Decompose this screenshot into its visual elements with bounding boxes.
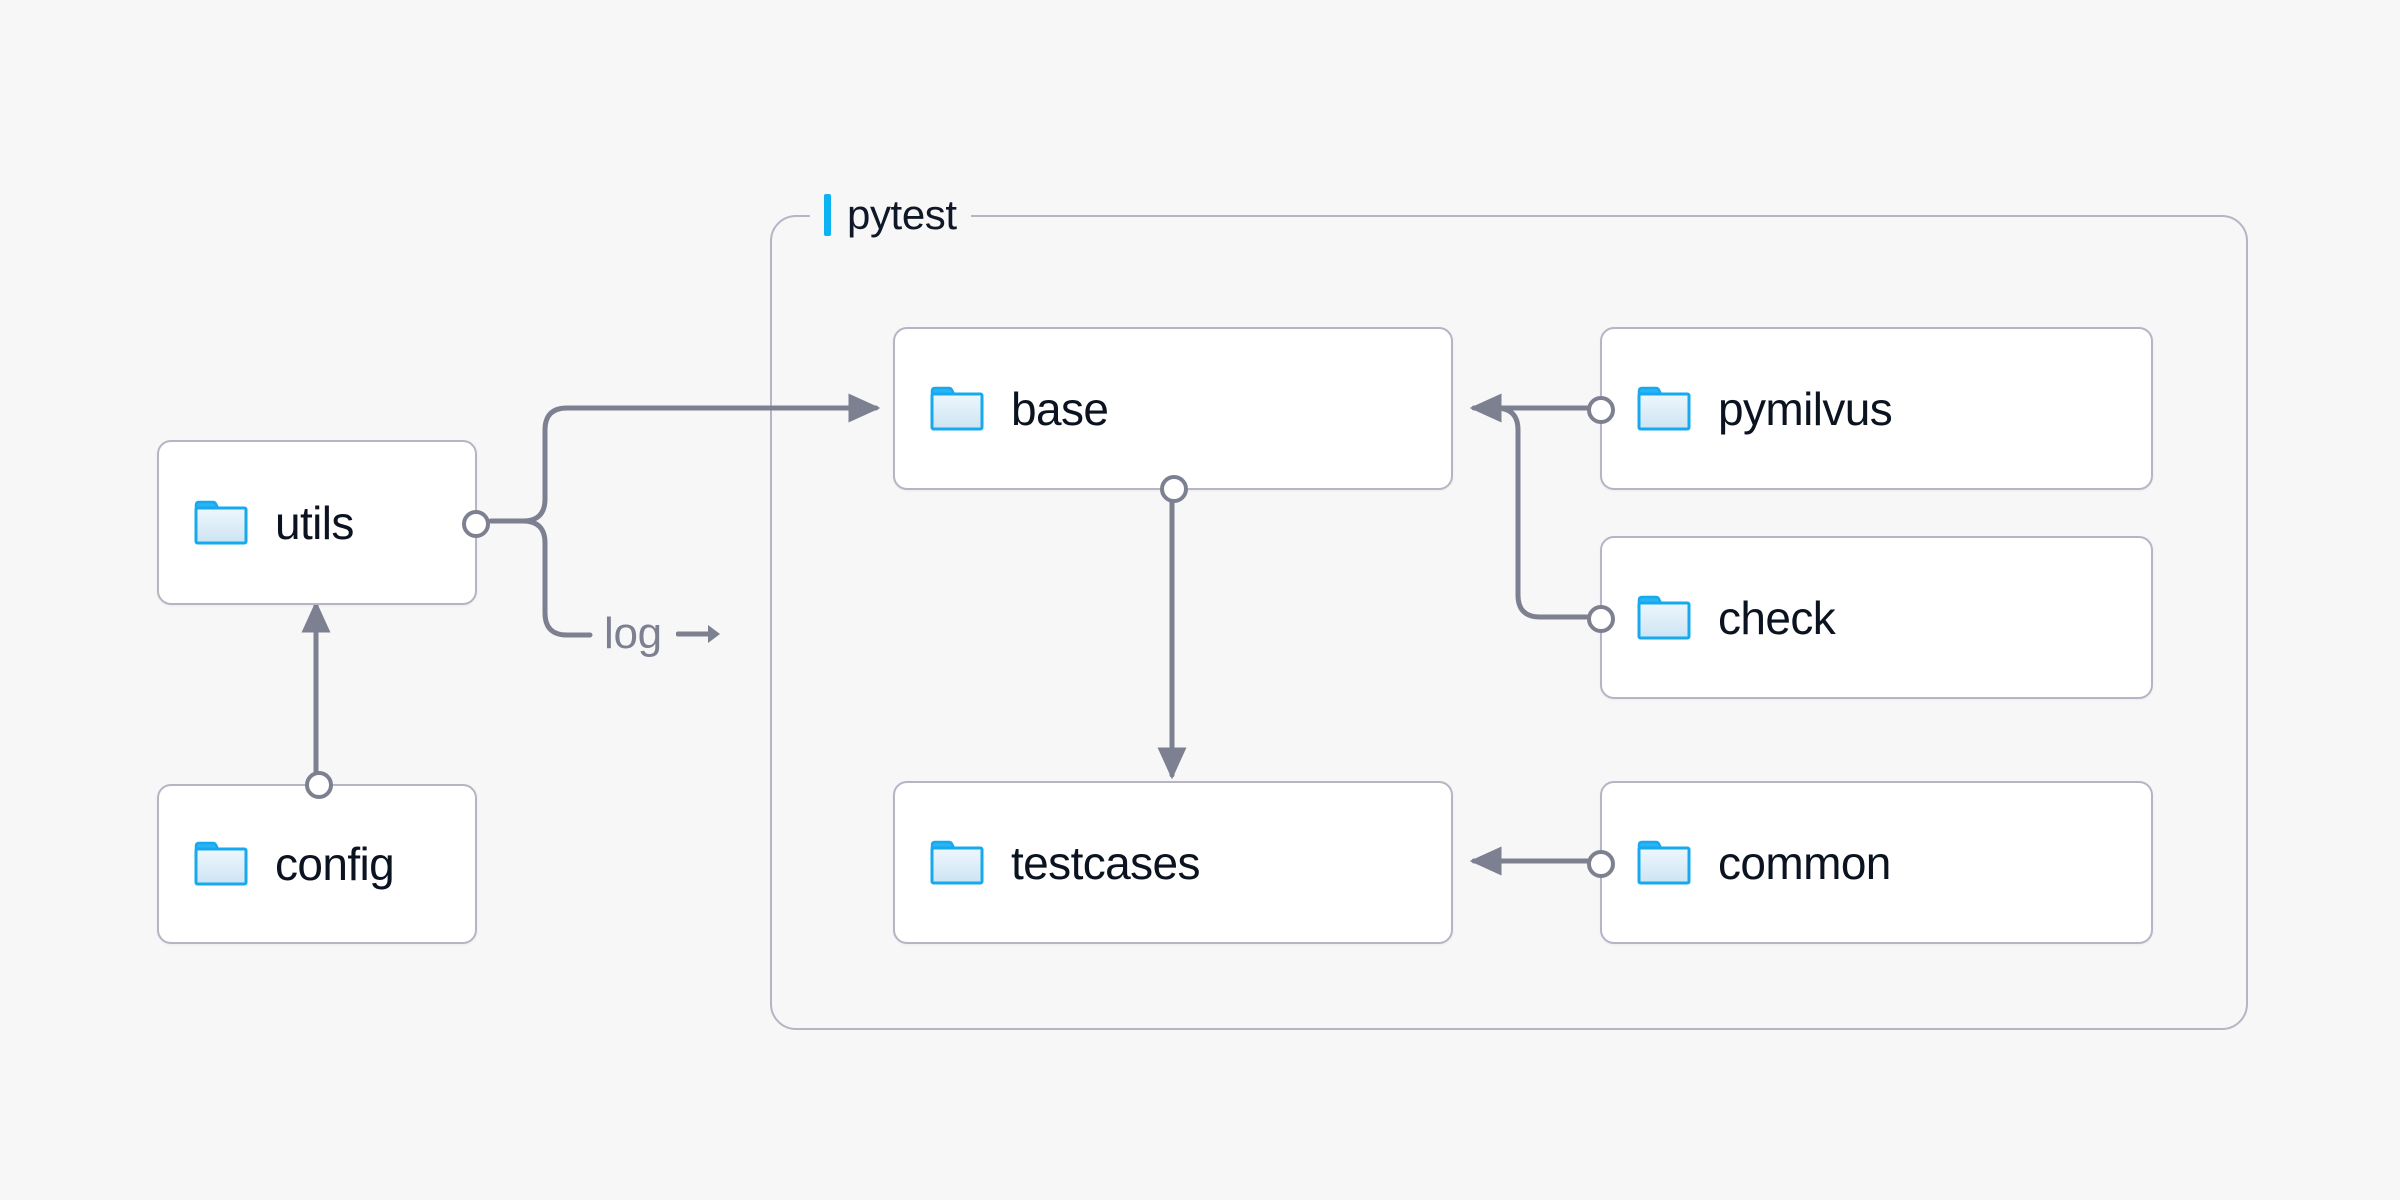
- group-label-pytest: pytest: [810, 186, 971, 244]
- folder-icon: [1637, 840, 1691, 884]
- node-config[interactable]: config: [157, 771, 477, 944]
- port-pymilvus-left[interactable]: [1587, 396, 1615, 424]
- folder-icon: [194, 500, 248, 544]
- edge-utils-to-log: [520, 518, 593, 638]
- group-container-pytest: [770, 215, 2248, 1030]
- port-config-top[interactable]: [305, 771, 333, 799]
- group-accent-bar: [824, 194, 831, 236]
- edge-label-log-text: log: [604, 609, 662, 658]
- node-label-check: check: [1718, 591, 1836, 644]
- node-label-base: base: [1011, 382, 1109, 435]
- folder-icon: [194, 841, 248, 886]
- port-utils-right[interactable]: [462, 510, 490, 538]
- folder-icon: [930, 386, 984, 430]
- node-pymilvus[interactable]: pymilvus: [1587, 327, 2153, 490]
- port-common-left[interactable]: [1587, 850, 1615, 878]
- folder-icon: [930, 840, 984, 884]
- port-base-bottom[interactable]: [1160, 475, 1188, 503]
- node-label-pymilvus: pymilvus: [1718, 382, 1893, 435]
- node-label-common: common: [1718, 836, 1891, 889]
- edge-label-log: log: [604, 612, 722, 656]
- group-label-text: pytest: [847, 191, 957, 238]
- node-base[interactable]: base: [893, 327, 1453, 503]
- port-check-left[interactable]: [1587, 605, 1615, 633]
- node-common[interactable]: common: [1587, 781, 2153, 944]
- arrow-right-icon: [675, 625, 720, 643]
- node-label-utils: utils: [275, 496, 354, 549]
- folder-icon: [1637, 386, 1691, 430]
- node-label-config: config: [275, 838, 395, 890]
- node-label-testcases: testcases: [1011, 836, 1201, 889]
- node-check[interactable]: check: [1587, 536, 2153, 699]
- node-utils[interactable]: utils: [157, 440, 490, 605]
- folder-icon: [1637, 595, 1691, 639]
- node-testcases[interactable]: testcases: [893, 781, 1453, 944]
